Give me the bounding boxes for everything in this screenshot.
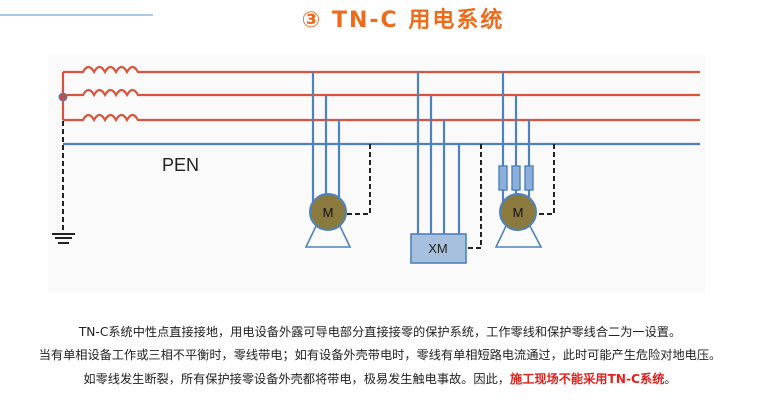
xm-label: XM: [428, 241, 448, 256]
fuses: [498, 165, 534, 191]
page-title: ③ TN-C 用电系统: [301, 8, 505, 33]
motor1-conductors: [311, 72, 341, 203]
phase-lines: [61, 65, 700, 123]
conclusion-highlight: 施工现场不能采用TN-C系统: [509, 372, 665, 386]
description-line-1: TN-C系统中性点直接接地，用电设备外露可导电部分直接接零的保护系统，工作零线和…: [78, 325, 682, 339]
motor1: [309, 193, 347, 231]
motor2-label: M: [513, 205, 524, 220]
description-line-2: 当有单相设备工作或三相不平衡时，零线带电；如有设备外壳带电时，零线有单相短路电流…: [38, 348, 722, 362]
motor2: [499, 193, 537, 231]
neutral-point: [58, 92, 68, 102]
motor1-label: M: [323, 205, 334, 220]
ground-icon: [52, 233, 75, 244]
description-line-3: 如零线发生断裂，所有保护接零设备外壳都将带电，极易发生触电事故。因此，施工现场不…: [0, 369, 760, 387]
diagram-background: [48, 55, 705, 292]
xm-box: [410, 233, 467, 264]
fuse: [524, 165, 534, 191]
xm-conductors: [416, 72, 461, 234]
pen-label: PEN: [162, 155, 199, 175]
phase-line-l1: [63, 65, 700, 75]
phase-line-l2: [63, 88, 700, 98]
description-line-3-prefix: 如零线发生断裂，所有保护接零设备外壳都将带电，极易发生触电事故。因此，: [83, 372, 510, 386]
fuse: [498, 165, 508, 191]
description-line-3-suffix: 。: [664, 372, 677, 386]
ground-wires: [62, 121, 555, 249]
fuse: [511, 165, 521, 191]
decorative-line: [0, 14, 153, 16]
phase-line-l3: [63, 113, 700, 123]
